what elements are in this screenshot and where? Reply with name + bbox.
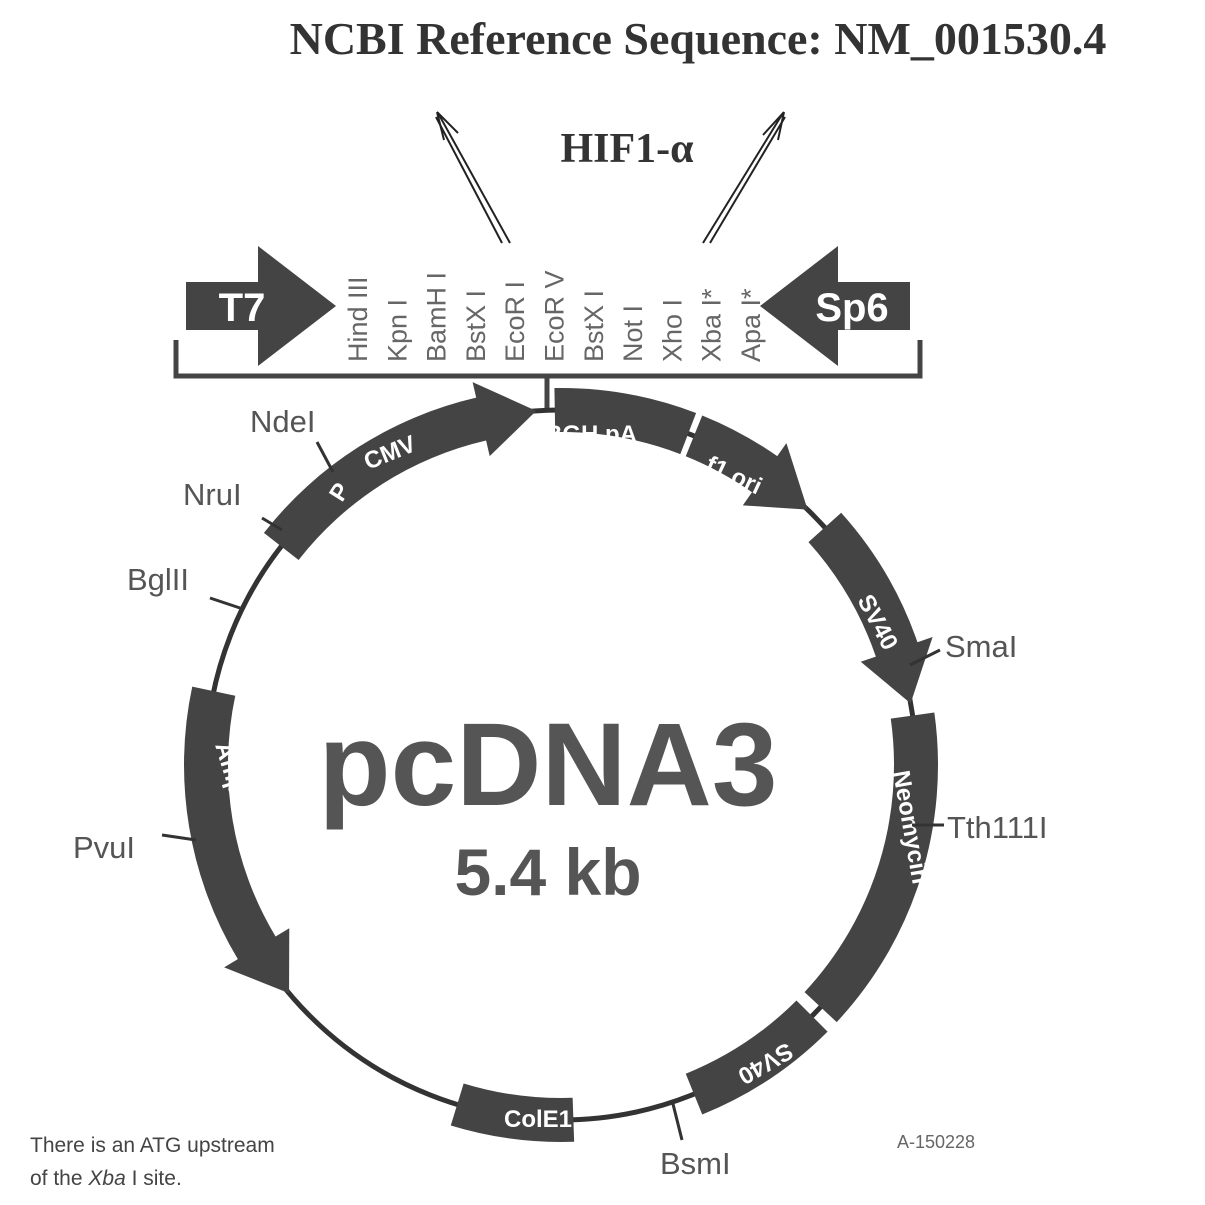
ampicillin-arc — [184, 686, 290, 994]
sv40-top-arc — [808, 512, 933, 704]
site-nrui: NruI — [183, 477, 242, 512]
site-bsmi: BsmI — [660, 1146, 731, 1181]
site-smai: SmaI — [945, 629, 1017, 664]
sp6-promoter: Sp6 — [760, 246, 910, 366]
footnote-xba: Xba — [87, 1167, 125, 1190]
t7-label: T7 — [219, 286, 266, 330]
mcs-site-label: Kpn I — [382, 299, 412, 362]
t7-promoter: T7 — [186, 246, 336, 366]
bgh-arc — [554, 388, 697, 455]
footnote-pre: of the — [30, 1167, 88, 1190]
mcs-site-label: Not I — [618, 305, 648, 362]
insert-arrow-left — [435, 111, 511, 244]
mcs-site-label: BstX I — [461, 290, 491, 362]
mcs-site-label: BstX I — [579, 290, 609, 362]
plasmid-name: pcDNA3 — [319, 699, 778, 831]
mcs-site-label: Xba I* — [697, 288, 727, 362]
footnote-line1: There is an ATG upstream — [30, 1134, 275, 1157]
site-tth111i: Tth111I — [947, 810, 1048, 845]
catalog-number: A-150228 — [897, 1132, 975, 1152]
sp6-label: Sp6 — [815, 286, 888, 330]
sv40-bottom-arc — [685, 1000, 828, 1115]
site-ticks — [161, 441, 944, 1141]
mcs-site-label: Hind III — [343, 276, 373, 362]
mcs-site-label: EcoR V — [540, 270, 570, 362]
mcs-site-label: Apa I* — [736, 288, 766, 362]
plasmid-size: 5.4 kb — [454, 835, 641, 909]
cole1-arc — [450, 1083, 575, 1142]
site-bglii: BglII — [127, 562, 189, 597]
bgh-label: BGH pA — [545, 421, 637, 448]
insert-arrow-right — [702, 111, 786, 244]
mcs-bracket — [173, 340, 923, 408]
f1-ori-arc — [685, 415, 808, 510]
pcmv-arc — [263, 382, 537, 560]
footnote-line2: of the Xba I site. — [30, 1167, 182, 1190]
mcs-site-label: BamH I — [422, 272, 452, 362]
site-pvui: PvuI — [73, 830, 135, 865]
neomycin-arc — [804, 712, 938, 1023]
mcs-site-label: EcoR I — [500, 281, 530, 362]
feature-arcs — [184, 382, 938, 1142]
cole1-label: ColE1 — [504, 1106, 572, 1133]
mcs-site-label: Xho I — [657, 299, 687, 362]
footnote-post: I site. — [126, 1167, 182, 1190]
site-ndei: NdeI — [250, 404, 315, 439]
mcs-sites: Hind III Kpn I BamH I BstX I EcoR I EcoR V Bst… — [343, 270, 766, 362]
reference-title: NCBI Reference Sequence: NM_001530.4 — [290, 13, 1107, 64]
insert-label: HIF1-α — [560, 126, 694, 172]
